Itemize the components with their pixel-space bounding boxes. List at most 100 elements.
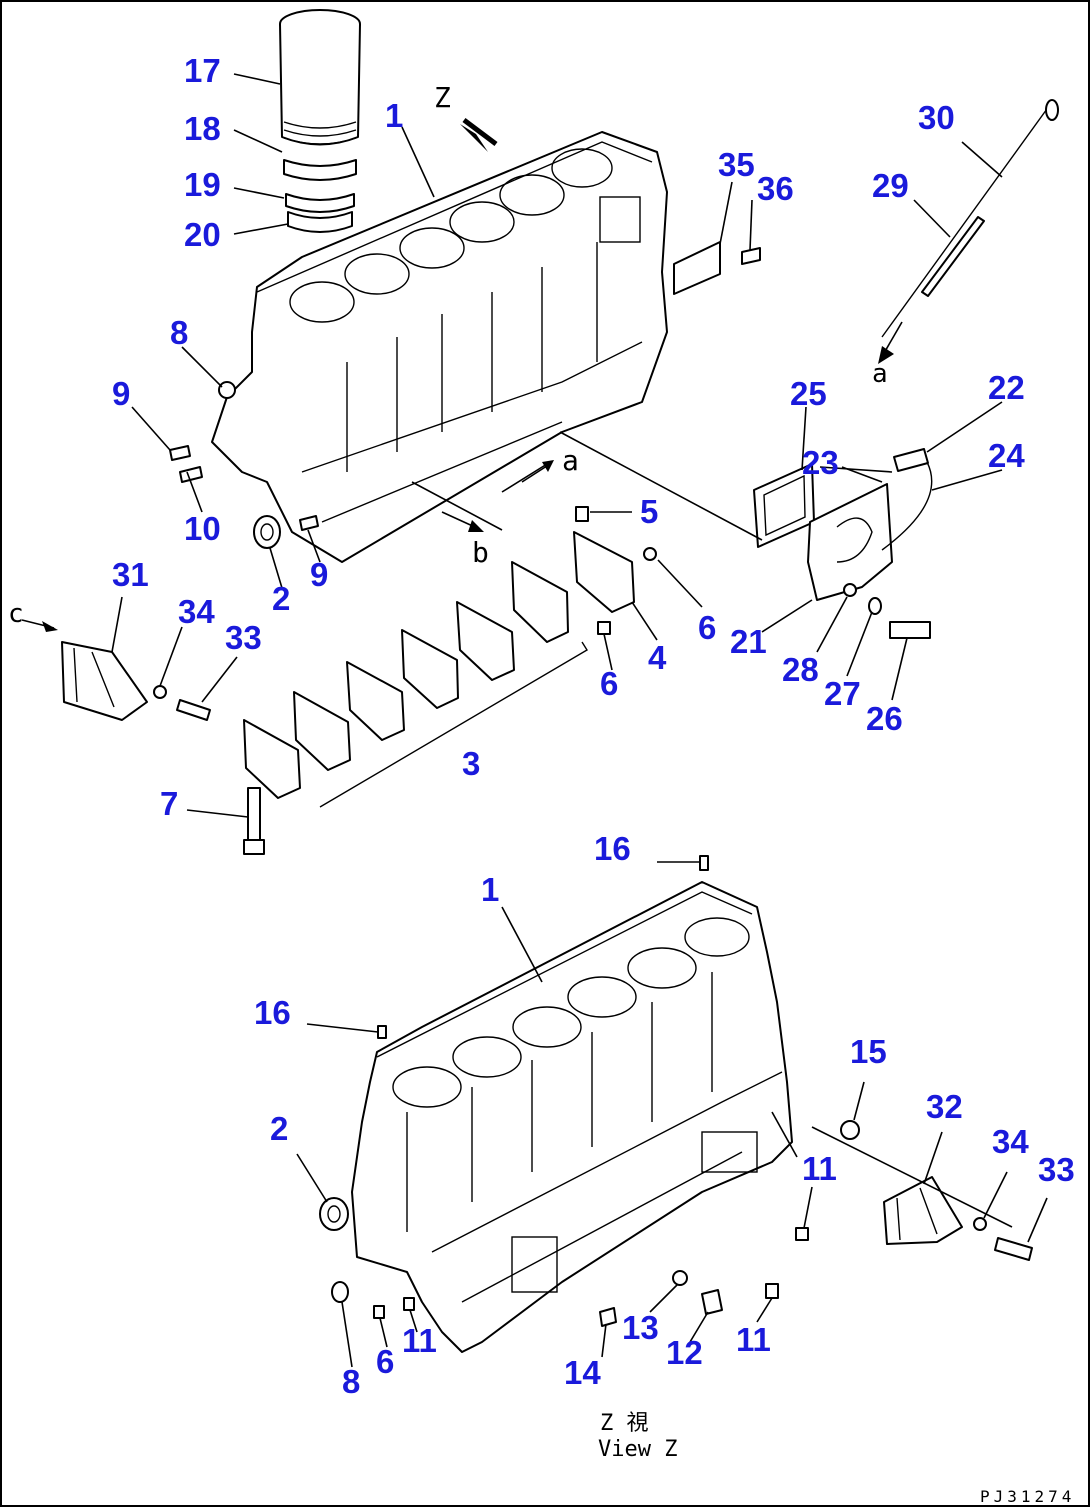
main-bearing-caps-3 <box>243 561 588 808</box>
label-15: 15 <box>850 1033 887 1070</box>
label-16-side: 16 <box>254 994 291 1031</box>
label-13: 13 <box>622 1309 659 1346</box>
leader-lines-upper <box>111 73 1003 818</box>
part-labels: 17 18 19 20 1 35 36 30 29 8 9 10 2 9 25 … <box>112 52 1075 1400</box>
label-6-upper: 6 <box>698 609 716 646</box>
washer-27 <box>868 597 882 615</box>
label-25: 25 <box>790 375 827 412</box>
plug-14 <box>599 1307 617 1327</box>
label-21: 21 <box>730 623 767 660</box>
label-29: 29 <box>872 167 909 204</box>
label-34-upper: 34 <box>178 593 215 630</box>
label-33-lower: 33 <box>1038 1151 1075 1188</box>
plug-11-c <box>403 1297 415 1311</box>
label-12: 12 <box>666 1334 703 1371</box>
plug-16-top <box>699 855 709 871</box>
label-6-lower: 6 <box>600 665 618 702</box>
label-1-upper: 1 <box>385 97 403 134</box>
plug-13 <box>672 1270 688 1286</box>
label-11-right: 11 <box>802 1150 837 1187</box>
label-22: 22 <box>988 369 1025 406</box>
plug-11-b <box>765 1283 779 1299</box>
liner-ring-19 <box>285 193 355 213</box>
dipstick-guide-29 <box>921 216 985 297</box>
plug-12 <box>701 1289 723 1315</box>
label-10: 10 <box>184 510 221 547</box>
plug-6-lower <box>373 1305 385 1319</box>
label-16-top: 16 <box>594 830 631 867</box>
tube-22 <box>893 448 929 472</box>
gasket-35 <box>673 241 721 295</box>
label-20: 20 <box>184 216 221 253</box>
bracket-31 <box>61 641 148 721</box>
ref-b-label: b <box>472 536 489 569</box>
bolt-26 <box>889 621 931 639</box>
label-9-upper: 9 <box>112 375 130 412</box>
plug-2-upper <box>253 515 281 549</box>
plug-9-upper <box>169 445 191 461</box>
dowel-6-upper <box>643 547 657 561</box>
label-35: 35 <box>718 146 755 183</box>
liner-ring-18 <box>283 159 357 181</box>
label-18: 18 <box>184 110 221 147</box>
label-6-view-z: 6 <box>376 1343 394 1380</box>
cover-23 <box>807 483 893 601</box>
plug-11-a <box>795 1227 809 1241</box>
label-26: 26 <box>866 700 903 737</box>
hose-24 <box>881 461 933 551</box>
label-9-lower: 9 <box>310 556 328 593</box>
washer-34-upper <box>153 685 167 699</box>
label-8-lower: 8 <box>342 1363 360 1400</box>
bolt-7 <box>243 787 265 855</box>
label-33-upper: 33 <box>225 619 262 656</box>
ref-a-right-label: a <box>872 359 888 389</box>
plug-2-lower <box>319 1197 349 1231</box>
label-8-upper: 8 <box>170 314 188 351</box>
label-28: 28 <box>782 651 819 688</box>
plug-8-lower <box>331 1281 349 1303</box>
label-4: 4 <box>648 639 667 676</box>
dowel-5 <box>575 506 589 522</box>
cylinder-block-upper <box>211 131 668 563</box>
bolt-28 <box>843 583 857 597</box>
label-27: 27 <box>824 675 861 712</box>
plug-16-side <box>377 1025 387 1039</box>
label-34-lower: 34 <box>992 1123 1029 1160</box>
bolt-33-lower <box>994 1237 1033 1261</box>
label-11-left: 11 <box>402 1322 437 1359</box>
label-32: 32 <box>926 1088 963 1125</box>
label-36: 36 <box>757 170 794 207</box>
plug-10 <box>179 466 203 483</box>
label-23: 23 <box>802 444 839 481</box>
ref-c-left-label: c <box>8 599 24 629</box>
label-30: 30 <box>918 99 955 136</box>
label-31: 31 <box>112 556 149 593</box>
label-5: 5 <box>640 493 658 530</box>
bracket-32 <box>883 1176 963 1245</box>
liner-ring-20 <box>287 211 353 233</box>
label-2-lower: 2 <box>270 1110 288 1147</box>
cylinder-liner <box>279 9 361 146</box>
label-3: 3 <box>462 745 480 782</box>
annotations: Z a b c a Z 視 View Z PJ31274 <box>8 81 1071 1505</box>
dowel-6-lower <box>597 621 611 635</box>
view-label-jp: Z 視 <box>600 1411 649 1436</box>
plug-36 <box>741 247 761 265</box>
label-24: 24 <box>988 437 1025 474</box>
main-bearing-cap-4 <box>573 531 635 613</box>
direction-arrow <box>460 118 498 152</box>
label-17: 17 <box>184 52 221 89</box>
label-11-bottom: 11 <box>736 1321 771 1358</box>
dipstick-30 <box>881 99 1059 338</box>
label-14: 14 <box>564 1354 601 1391</box>
plug-15 <box>840 1120 860 1140</box>
washer-34-lower <box>973 1217 987 1231</box>
label-19: 19 <box>184 166 221 203</box>
ref-a-label: a <box>562 444 579 477</box>
label-7: 7 <box>160 785 178 822</box>
arrow-z-label: Z <box>434 81 451 114</box>
leader-lines-lower <box>296 861 1048 1368</box>
cylinder-block-lower <box>351 881 793 1353</box>
view-label-en: View Z <box>598 1437 677 1462</box>
